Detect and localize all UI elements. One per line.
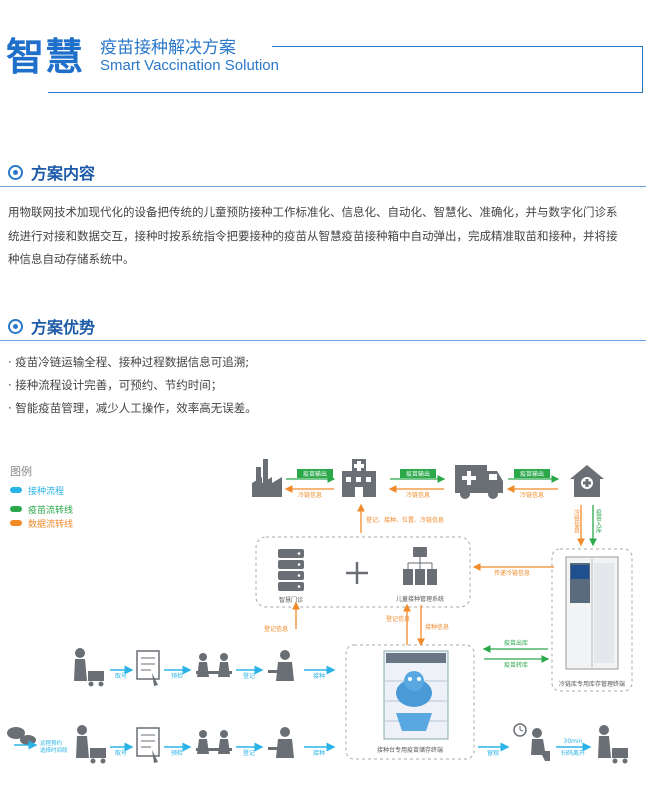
legend-label: 数据流转线 (28, 518, 73, 530)
section-divider (0, 340, 646, 341)
paragraph-line: 统进行对接和数据交互，接种时按系统指令把要接种的疫苗从智慧疫苗接种箱中自动弹出，… (8, 228, 618, 243)
form-document-icon (136, 727, 160, 763)
flow-label: 传递冷链信息 (494, 569, 530, 577)
parent-with-stroller-icon (74, 648, 104, 687)
chat-bubble-icon (7, 727, 36, 745)
legend-swatch-orange (10, 520, 22, 526)
legend: 图例 接种流程 疫苗流转线 数据流转线 (10, 464, 73, 530)
legend-title: 图例 (10, 464, 32, 478)
step-label: 接种 (313, 672, 325, 680)
flow-label: 疫苗出库 (504, 639, 528, 647)
central-system-box (255, 536, 471, 608)
section-title-advantages: 方案优势 (8, 314, 95, 338)
step-label: 取号 (115, 673, 127, 680)
header-frame (48, 46, 643, 93)
bullet-circle-icon (8, 319, 23, 334)
flow-label: 疫苗输出 (303, 470, 327, 478)
legend-swatch-green (10, 506, 22, 512)
legend-label: 疫苗流转线 (28, 504, 73, 516)
consultation-desk-icon (196, 653, 232, 677)
flow-tag (297, 469, 333, 478)
header-big-title: 智慧 (6, 35, 85, 79)
section-title-content: 方案内容 (8, 160, 95, 184)
header-title-zh: 疫苗接种解决方案 (100, 38, 236, 58)
flow-label: 冷链信息 (298, 491, 322, 499)
step-label: 接种 (313, 749, 325, 757)
legend-label: 接种流程 (28, 485, 64, 497)
section-divider (0, 186, 646, 187)
section-title-text: 方案优势 (31, 318, 96, 337)
page-header: 智慧 疫苗接种解决方案 Smart Vaccination Solution (0, 0, 650, 100)
network-icon (403, 547, 437, 585)
flow-tag (400, 469, 436, 478)
factory-icon (252, 459, 282, 497)
supply-chain-row: 疫苗输出 冷链信息 疫苗输出 冷链信息 疫苗输出 冷链信息 冷链信息 疫苗入库 (252, 459, 604, 547)
step-label: 留观 (487, 749, 499, 757)
step-label: 预检 (171, 672, 183, 680)
parent-with-stroller-icon (76, 725, 106, 764)
cabinet-label: 接种台专用疫苗储存终端 (377, 746, 443, 754)
step-label: 选择时间段 (40, 746, 68, 754)
nurse-icon (268, 650, 294, 681)
step-label: 登记 (243, 672, 255, 680)
bullet-circle-icon (8, 165, 23, 180)
step-label: 登记 (243, 749, 255, 757)
paragraph-line: 种信息自动存储系统中。 (8, 252, 135, 266)
header-rule (272, 46, 642, 47)
flow-label: 冷链信息 (573, 508, 580, 533)
cabinet-box (345, 644, 475, 760)
plus-icon (346, 562, 368, 584)
flow-row-2: 远程预约 选择时间段 取号 预检 登记 接种 留观 (7, 723, 628, 764)
seated-parent-icon (531, 728, 550, 761)
hospital-icon (342, 459, 376, 497)
clinic-house-icon (570, 465, 604, 497)
flow-row-1: 取号 预检 登记 接种 (74, 648, 336, 687)
vaccine-cabinet-icon (383, 650, 449, 740)
fridge-box (551, 548, 633, 692)
server-label: 智慧门诊 (279, 596, 303, 604)
consultation-desk-icon (196, 730, 232, 754)
flow-label: 登记信息 (386, 615, 410, 623)
advantage-item: · 智能疫苗管理，减少人工操作，效率高无误差。 (8, 401, 257, 415)
paragraph-line: 用物联网技术加现代化的设备把传统的儿童预防接种工作标准化、信息化、自动化、智慧化… (8, 205, 618, 219)
step-label: 30min (564, 738, 583, 745)
server-icon (278, 549, 304, 591)
flow-label: 冷链信息 (520, 491, 544, 499)
advantage-item: · 接种流程设计完善，可预约、节约时间； (8, 378, 223, 392)
flow-label: 冷链信息 (406, 491, 430, 499)
flow-label: 接种信息 (425, 623, 449, 631)
fridge-label: 冷链库专用库存管理终端 (559, 680, 625, 688)
step-label: 取号 (115, 750, 127, 757)
flow-label: 登记信息 (264, 625, 288, 633)
flow-label: 疫苗转库 (504, 661, 528, 669)
flow-tag (514, 469, 550, 478)
content-paragraph: 用物联网技术加现代化的设备把传统的儿童预防接种工作标准化、信息化、自动化、智慧化… (8, 201, 646, 272)
flow-label: 疫苗输出 (520, 470, 544, 478)
flow-label: 疫苗输出 (406, 470, 430, 478)
ambulance-icon (455, 465, 503, 499)
nurse-icon (268, 727, 294, 758)
advantage-item: · 疫苗冷链运输全程、接种过程数据信息可追溯; (8, 355, 250, 369)
step-label: 扫码离开 (561, 749, 585, 757)
section-title-text: 方案内容 (31, 164, 96, 183)
header-title-en: Smart Vaccination Solution (100, 57, 279, 74)
flow-label: 登记、接种、位置、冷链信息 (366, 516, 444, 524)
parent-with-stroller-icon (598, 725, 628, 764)
clock-icon (513, 723, 527, 737)
flow-label: 疫苗入库 (595, 508, 602, 534)
form-document-icon (136, 650, 160, 686)
system-label: 儿童接种管理系统 (396, 595, 444, 603)
vaccine-fridge-icon (565, 556, 619, 670)
vaccination-flow-diagram: 图例 接种流程 疫苗流转线 数据流转线 (7, 459, 633, 764)
step-label: 远程预约 (40, 739, 63, 747)
legend-swatch-blue (10, 487, 22, 493)
step-label: 预检 (171, 749, 183, 757)
